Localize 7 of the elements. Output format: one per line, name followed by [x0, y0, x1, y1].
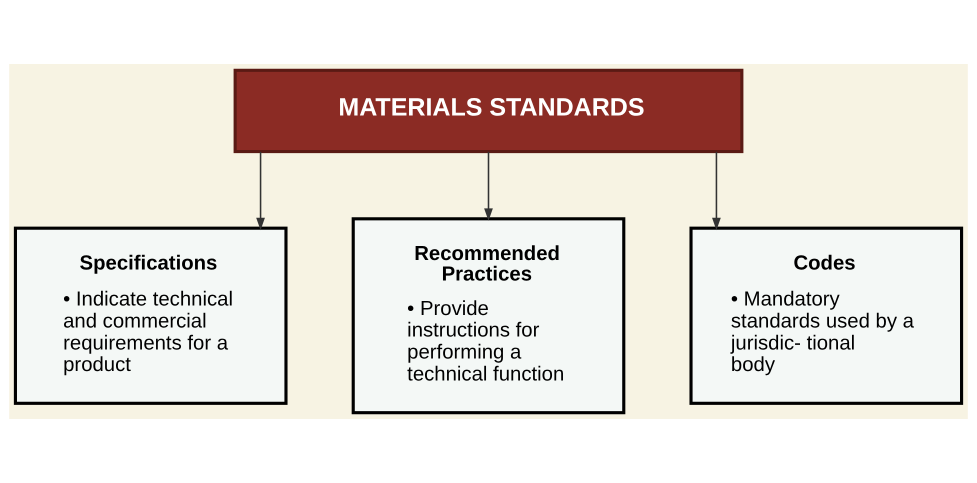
arrow	[256, 152, 265, 230]
node-box: Recommended Practices • Provide instructions for performing a technical function	[352, 217, 626, 414]
node-box: MATERIALS STANDARDS	[234, 68, 744, 154]
node-box: Specifications • Indicate technical and commercial requirements for a product	[14, 226, 288, 405]
arrow	[484, 152, 493, 221]
node-box: Codes • Mandatory standards used by a jurisdic- tional body	[689, 226, 964, 405]
arrow	[712, 152, 721, 230]
